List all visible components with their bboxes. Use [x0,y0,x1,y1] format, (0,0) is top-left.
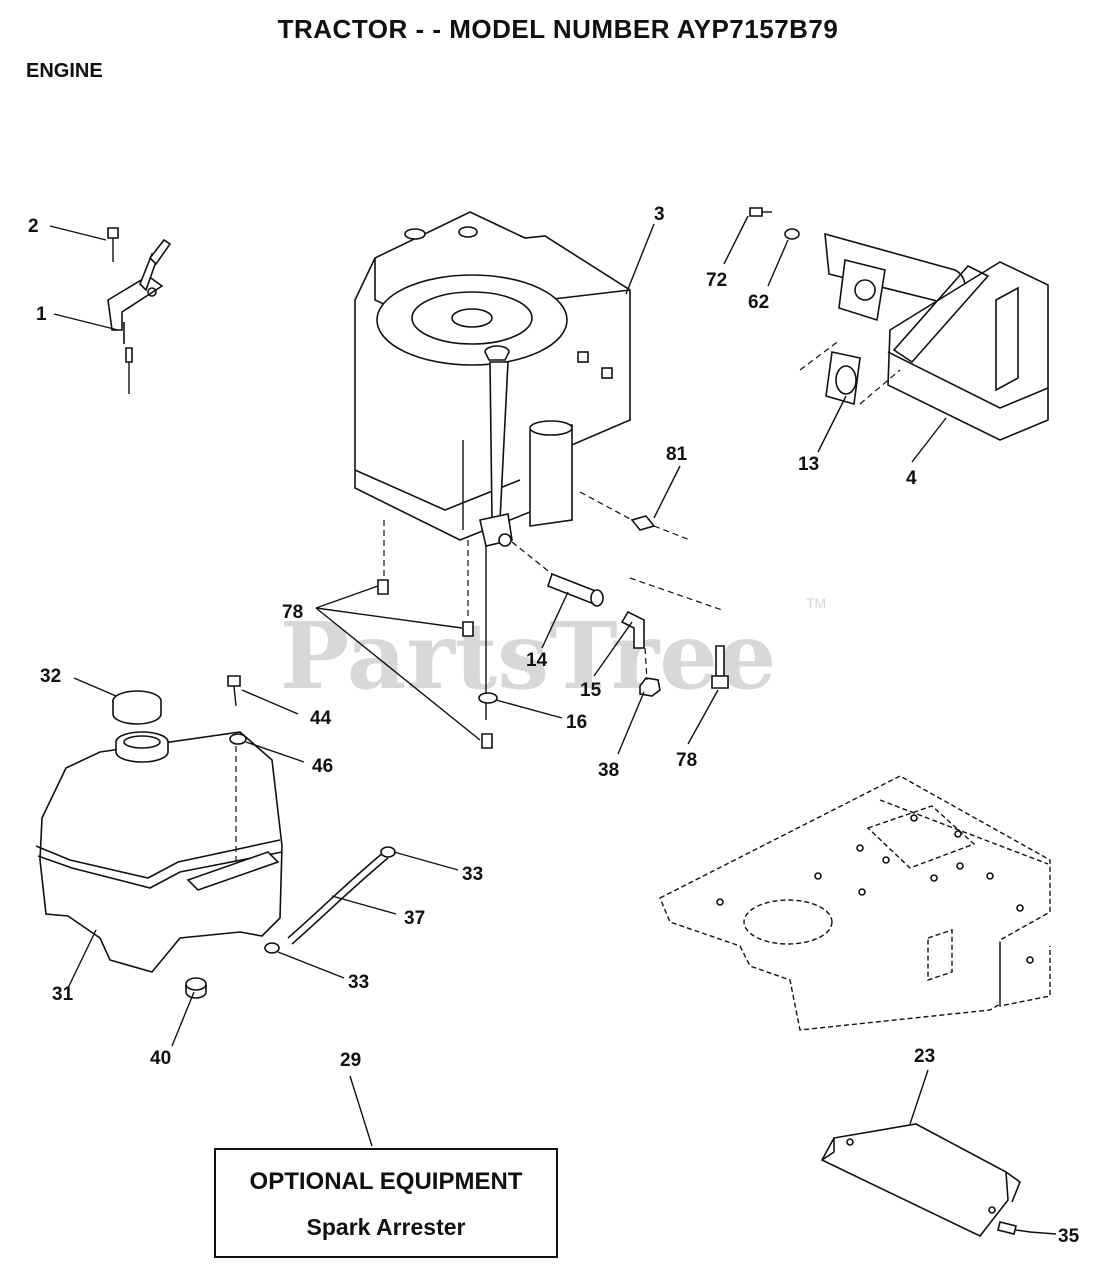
callout-1: 1 [36,304,47,325]
callout-37: 37 [404,908,425,929]
callout-33-bottom: 33 [348,972,369,993]
optional-equipment-item: Spark Arrester [306,1214,466,1240]
throttle-control[interactable] [107,227,172,394]
optional-equipment-title: OPTIONAL EQUIPMENT [249,1168,523,1195]
callout-2: 2 [28,216,39,237]
callout-13: 13 [798,454,819,475]
callout-14: 14 [526,650,548,671]
watermark-trademark: TM [806,595,826,611]
callout-81: 81 [666,444,688,465]
callout-3: 3 [654,204,665,225]
section-title: ENGINE [26,60,103,82]
callout-46: 46 [312,756,333,777]
callout-15: 15 [580,680,602,701]
callout-72: 72 [706,270,727,291]
callout-40: 40 [150,1048,171,1069]
fuel-line[interactable] [264,846,396,954]
watermark: PartsTree TM [280,595,826,710]
leader-lines [49,215,1057,1235]
callout-29: 29 [340,1050,361,1071]
engine[interactable] [354,211,631,720]
callout-32: 32 [40,666,61,687]
muffler-assembly[interactable] [579,207,1049,541]
spark-arrester-bracket[interactable] [820,1123,1031,1238]
callout-62: 62 [748,292,769,313]
callout-78-engine: 78 [282,602,303,623]
callout-31: 31 [52,984,74,1005]
callout-35: 35 [1058,1226,1080,1247]
callout-38: 38 [598,760,619,781]
watermark-text: PartsTree [280,602,776,710]
callout-44: 44 [310,708,332,729]
page-title: TRACTOR - - MODEL NUMBER AYP7157B79 [277,14,839,44]
fuel-tank-assembly[interactable] [35,675,283,999]
tractor-frame [659,775,1051,1031]
callout-numbers: 2 1 3 72 62 13 4 81 78 14 15 16 38 78 32… [28,204,1080,1247]
callout-4: 4 [906,468,917,489]
callout-78-drain: 78 [676,750,697,771]
oil-drain-parts[interactable] [377,520,729,749]
optional-equipment-box: OPTIONAL EQUIPMENT Spark Arrester [214,1148,558,1258]
callout-33-top: 33 [462,864,483,885]
callout-16: 16 [566,712,587,733]
callout-23: 23 [914,1046,935,1067]
